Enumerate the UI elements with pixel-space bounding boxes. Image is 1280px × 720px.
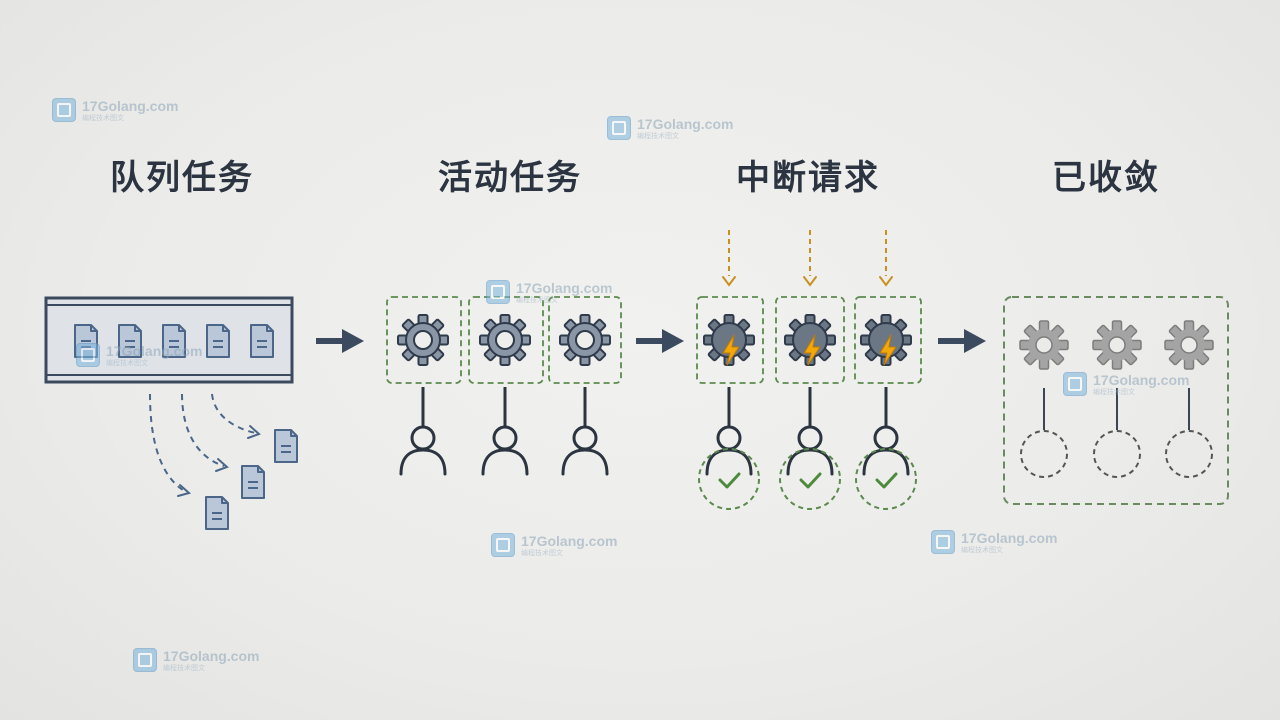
dequeue-flow-arrows <box>149 393 257 493</box>
check-icon <box>799 472 822 489</box>
worker-links <box>421 387 587 428</box>
interrupt-task-boxes <box>696 296 922 384</box>
watermark-text: 17Golang.com <box>106 342 203 359</box>
arrow-right-icon <box>316 329 364 353</box>
check-icon <box>718 472 741 489</box>
gear-icon <box>479 314 531 366</box>
watermark-text: 17Golang.com <box>163 647 260 664</box>
watermark-subtitle: 编程技术图文 <box>521 548 563 557</box>
user-icon <box>786 425 834 476</box>
watermark-subtitle: 编程技术图文 <box>516 295 558 304</box>
user-icon <box>481 425 529 476</box>
watermark-text: 17Golang.com <box>1093 371 1190 388</box>
watermark-subtitle: 编程技术图文 <box>106 358 148 367</box>
stage-title-converged: 已收敛 <box>1052 158 1160 198</box>
watermark-subtitle: 编程技术图文 <box>82 113 124 122</box>
gear-icon <box>559 314 611 366</box>
dequeue-arrowheads <box>177 425 261 497</box>
user-icon <box>862 425 910 476</box>
watermark-logo-icon <box>607 116 631 140</box>
gear-icon <box>1019 320 1069 370</box>
watermark-text: 17Golang.com <box>961 529 1058 546</box>
check-icon <box>875 472 898 489</box>
released-worker-slots <box>1020 430 1213 478</box>
gear-icon <box>1164 320 1214 370</box>
document-icon <box>250 324 274 358</box>
arrow-right-icon <box>636 329 684 353</box>
document-icon <box>205 496 229 530</box>
watermark-subtitle: 编程技术图文 <box>637 131 679 140</box>
gear-icon <box>397 314 449 366</box>
interrupt-signals <box>728 230 887 276</box>
watermark-logo-icon <box>491 533 515 557</box>
watermark-subtitle: 编程技术图文 <box>1093 387 1135 396</box>
watermark-logo-icon <box>52 98 76 122</box>
completion-rings <box>698 448 917 510</box>
watermark-subtitle: 编程技术图文 <box>163 663 205 672</box>
worker-links <box>727 387 888 428</box>
user-icon <box>561 425 609 476</box>
document-icon <box>206 324 230 358</box>
watermark-text: 17Golang.com <box>521 532 618 549</box>
worker-links <box>1043 388 1190 430</box>
watermark-text: 17Golang.com <box>637 115 734 132</box>
watermark-text: 17Golang.com <box>516 279 613 296</box>
watermark-subtitle: 编程技术图文 <box>961 545 1003 554</box>
watermark-text: 17Golang.com <box>82 97 179 114</box>
watermark-logo-icon <box>133 648 157 672</box>
arrow-right-icon <box>938 329 986 353</box>
user-icon <box>705 425 753 476</box>
converged-box <box>1003 296 1229 505</box>
gear-icon <box>1092 320 1142 370</box>
stage-title-active: 活动任务 <box>438 158 582 198</box>
watermark-logo-icon <box>76 343 100 367</box>
interrupt-arrowheads <box>722 276 893 287</box>
document-icon <box>241 465 265 499</box>
user-icon <box>399 425 447 476</box>
watermark-logo-icon <box>1063 372 1087 396</box>
stage-title-interrupt: 中断请求 <box>736 158 880 198</box>
document-icon <box>274 429 298 463</box>
stage-title-queued: 队列任务 <box>110 158 254 198</box>
watermark-logo-icon <box>486 280 510 304</box>
watermark-logo-icon <box>931 530 955 554</box>
